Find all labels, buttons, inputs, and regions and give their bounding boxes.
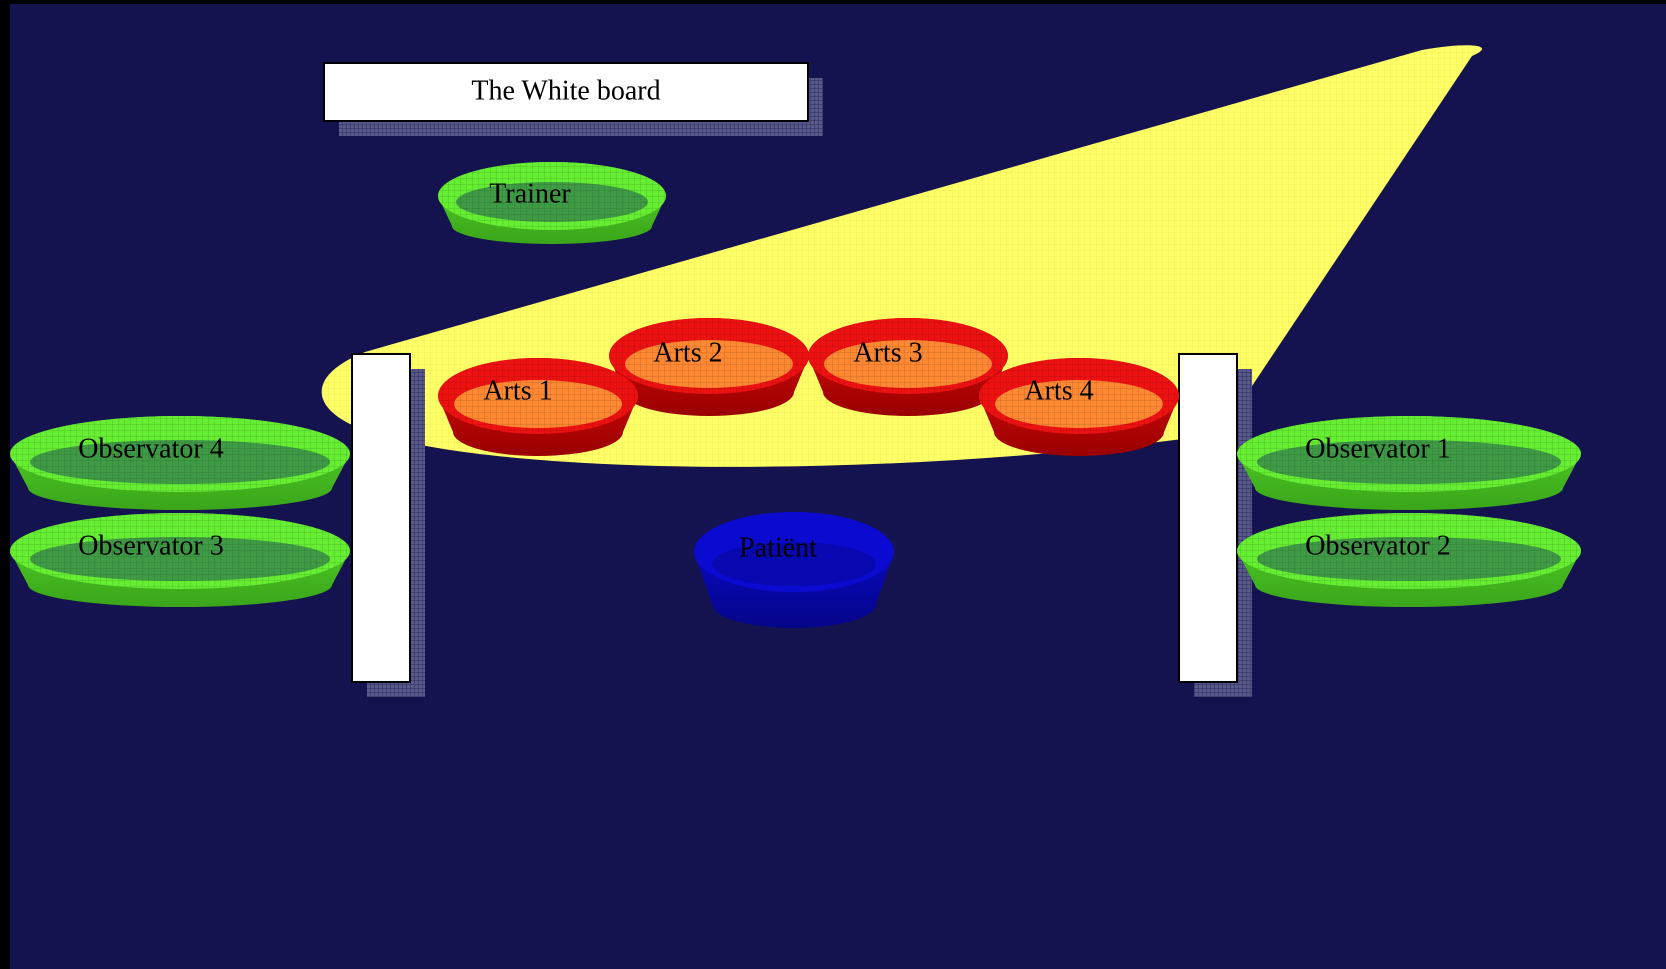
arts-1-seat: Arts 1 bbox=[438, 358, 638, 456]
trainer-label: Trainer bbox=[489, 178, 571, 209]
arts-3-seat: Arts 3 bbox=[808, 318, 1008, 416]
whiteboard-label: The White board bbox=[471, 75, 660, 106]
arts-4-seat: Arts 4 bbox=[979, 358, 1179, 456]
arts-4-label: Arts 4 bbox=[1024, 375, 1093, 406]
whiteboard: The White board bbox=[323, 62, 823, 136]
observer-2-label: Observator 2 bbox=[1305, 530, 1450, 561]
room-layout-canvas: The White board Trainer bbox=[10, 4, 1666, 969]
observer-4-seat: Observator 4 bbox=[10, 416, 350, 510]
room-layout-diagram: The White board Trainer bbox=[10, 45, 1581, 697]
arts-2-seat: Arts 2 bbox=[609, 318, 809, 416]
observer-4-label: Observator 4 bbox=[78, 433, 223, 464]
observer-3-seat: Observator 3 bbox=[10, 513, 350, 607]
left-partition bbox=[351, 353, 425, 697]
right-partition bbox=[1178, 353, 1252, 697]
observer-1-seat: Observator 1 bbox=[1237, 416, 1581, 510]
arts-2-label: Arts 2 bbox=[653, 337, 722, 368]
patient-seat: Patiënt bbox=[694, 512, 894, 628]
arts-1-label: Arts 1 bbox=[483, 375, 552, 406]
arts-3-label: Arts 3 bbox=[853, 337, 922, 368]
trainer-seat: Trainer bbox=[438, 162, 666, 244]
patient-label: Patiënt bbox=[739, 532, 817, 563]
observer-1-label: Observator 1 bbox=[1305, 433, 1450, 464]
observer-2-seat: Observator 2 bbox=[1237, 513, 1581, 607]
observer-3-label: Observator 3 bbox=[78, 530, 223, 561]
